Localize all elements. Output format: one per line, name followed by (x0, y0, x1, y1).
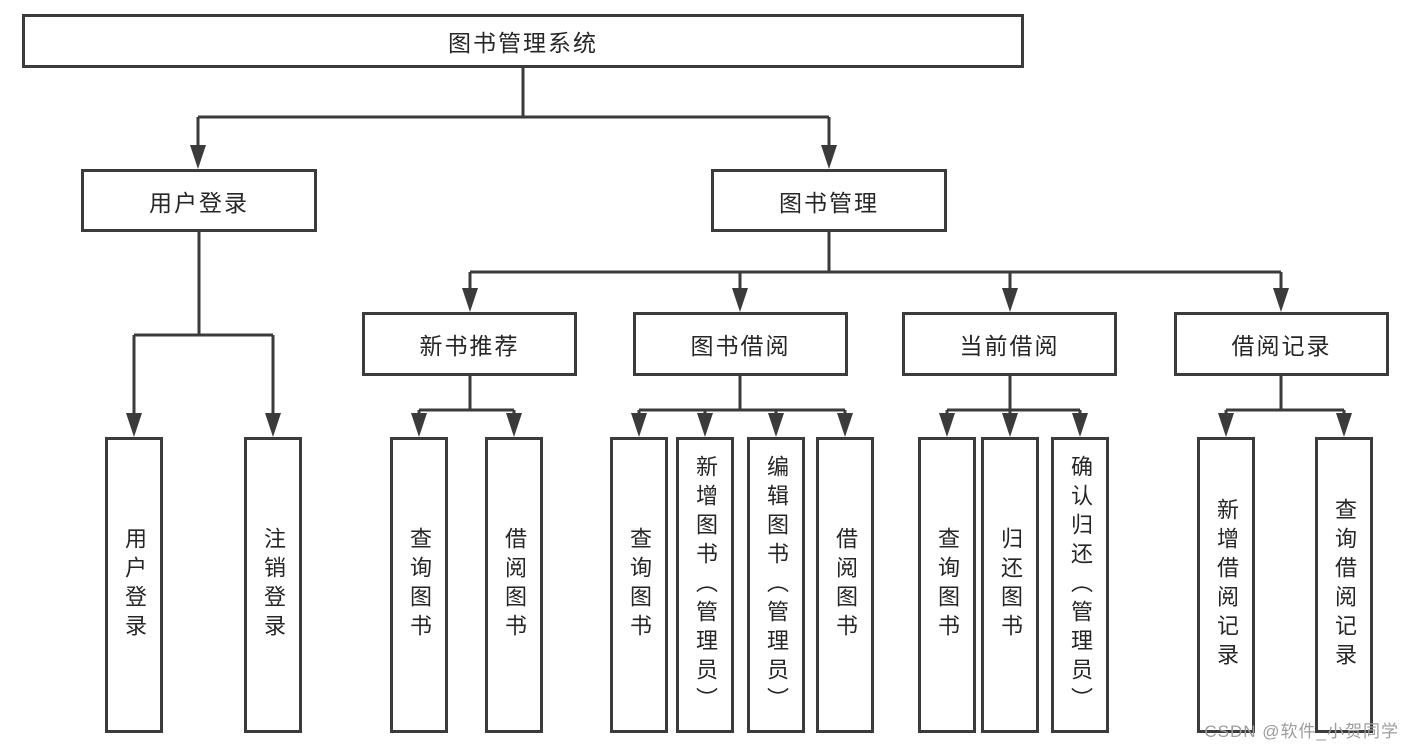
leaf-confirm-return-admin-label: 确认归还（管理员） (1068, 454, 1093, 716)
csdn-watermark: CSDN @软件_小贺同学 (1204, 722, 1399, 741)
leaf-logout: 注销登录 (244, 437, 302, 733)
leaf-query-book-borrow: 查询图书 (610, 437, 668, 733)
arrow-down-icon (1273, 288, 1289, 312)
node-book-borrow: 图书借阅 (633, 312, 848, 376)
node-book-mgmt-label: 图书管理 (779, 189, 879, 216)
arrow-down-icon (265, 413, 281, 437)
leaf-user-login: 用户登录 (105, 437, 163, 733)
arrow-down-icon (1336, 413, 1352, 437)
arrow-down-icon (732, 288, 748, 312)
leaf-add-book-admin-label: 新增图书（管理员） (693, 454, 718, 716)
leaf-query-borrow-record: 查询借阅记录 (1315, 437, 1373, 733)
node-current-borrow-label: 当前借阅 (959, 333, 1060, 359)
node-new-book-rec-label: 新书推荐 (419, 333, 520, 359)
leaf-borrow-book-rec: 借阅图书 (485, 437, 543, 733)
connector-root (196, 68, 831, 150)
arrow-down-icon (768, 413, 784, 437)
leaf-borrow-book-borrow: 借阅图书 (816, 437, 874, 733)
leaf-return-book: 归还图书 (981, 437, 1039, 733)
connector-book-borrow (637, 376, 847, 418)
node-current-borrow: 当前借阅 (902, 312, 1117, 376)
arrow-down-icon (506, 413, 522, 437)
leaf-borrow-book-rec-label: 借阅图书 (502, 527, 527, 643)
leaf-return-book-label: 归还图书 (998, 527, 1023, 643)
leaf-edit-book-admin: 编辑图书（管理员） (747, 437, 805, 733)
connector-borrow-record (1224, 376, 1346, 418)
arrow-down-icon (697, 413, 713, 437)
node-user-login: 用户登录 (81, 169, 317, 232)
leaf-logout-label: 注销登录 (261, 527, 286, 643)
connector-new-book-rec (417, 376, 516, 418)
node-root-label: 图书管理系统 (448, 30, 598, 56)
leaf-query-book-rec-label: 查询图书 (407, 527, 432, 643)
connector-user-login (132, 232, 275, 418)
leaf-edit-book-admin-label: 编辑图书（管理员） (764, 454, 789, 716)
leaf-add-book-admin: 新增图书（管理员） (676, 437, 734, 733)
leaf-add-borrow-record: 新增借阅记录 (1197, 437, 1255, 733)
leaf-confirm-return-admin: 确认归还（管理员） (1051, 437, 1109, 733)
connector-current-borrow (945, 376, 1082, 418)
leaf-borrow-book-borrow-label: 借阅图书 (833, 527, 858, 643)
leaf-query-book-current: 查询图书 (918, 437, 976, 733)
leaf-query-borrow-record-label: 查询借阅记录 (1332, 498, 1357, 672)
arrow-down-icon (126, 413, 142, 437)
leaf-user-login-label: 用户登录 (122, 527, 147, 643)
node-borrow-record-label: 借阅记录 (1231, 333, 1332, 359)
arrow-down-icon (190, 145, 206, 169)
leaf-query-book-borrow-label: 查询图书 (627, 527, 652, 643)
leaf-add-borrow-record-label: 新增借阅记录 (1214, 498, 1239, 672)
node-book-borrow-label: 图书借阅 (690, 333, 791, 359)
leaf-query-book-current-label: 查询图书 (935, 527, 960, 643)
connector-book-mgmt (468, 232, 1283, 293)
arrow-down-icon (1218, 413, 1234, 437)
node-borrow-record: 借阅记录 (1174, 312, 1389, 376)
arrow-down-icon (837, 413, 853, 437)
arrow-down-icon (631, 413, 647, 437)
node-root: 图书管理系统 (22, 14, 1024, 68)
node-new-book-rec: 新书推荐 (362, 312, 577, 376)
arrow-down-icon (411, 413, 427, 437)
node-book-mgmt: 图书管理 (711, 169, 947, 232)
arrow-down-icon (821, 145, 837, 169)
arrow-down-icon (1002, 288, 1018, 312)
arrow-down-icon (462, 288, 478, 312)
node-user-login-label: 用户登录 (149, 189, 249, 216)
arrow-down-icon (1072, 413, 1088, 437)
arrow-down-icon (939, 413, 955, 437)
arrow-down-icon (1002, 413, 1018, 437)
leaf-query-book-rec: 查询图书 (390, 437, 448, 733)
